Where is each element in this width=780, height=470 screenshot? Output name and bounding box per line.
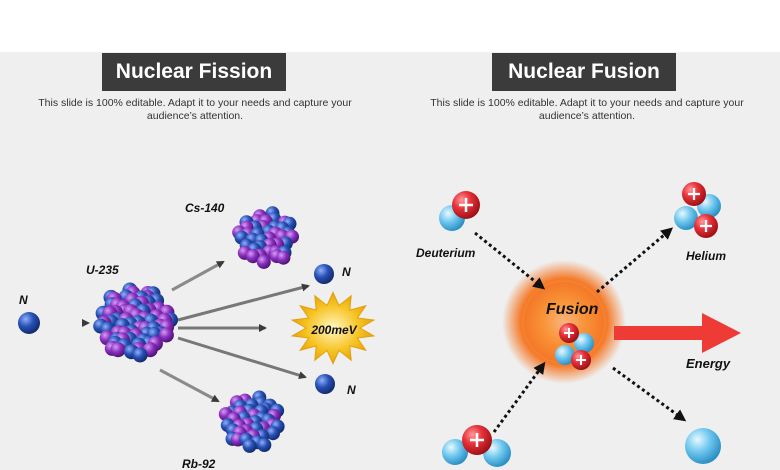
fusion-cluster: [555, 323, 594, 370]
uranium-label: U-235: [86, 263, 119, 277]
rubidium-nucleus: [218, 390, 285, 453]
energy-arrow-icon: [614, 313, 741, 353]
uranium-nucleus: [93, 282, 178, 363]
energy-burst-label: 200meV: [310, 323, 357, 337]
arrow-to-neutron-bottom: [177, 336, 307, 380]
fusion-title: Nuclear Fusion: [492, 53, 676, 91]
arrow-tritium-to-fusion: [492, 361, 546, 433]
energy-burst-icon: [290, 291, 376, 365]
neutron-top: [314, 264, 334, 284]
cesium-nucleus: [232, 206, 299, 269]
proton-plus-icon: [470, 433, 484, 447]
arrow-fusion-to-helium: [596, 227, 674, 294]
fusion-subtitle: This slide is 100% editable. Adapt it to…: [430, 97, 744, 122]
proton-plus-icon: [688, 188, 700, 200]
helium-label: Helium: [686, 249, 726, 263]
tritium-atom: [442, 425, 511, 467]
arrow-deuterium-to-fusion: [474, 231, 546, 290]
proton-plus-icon: [564, 328, 574, 338]
arrow-to-cesium: [171, 260, 225, 292]
arrow-to-neutron-top: [177, 283, 310, 322]
nucleon: [158, 327, 174, 343]
arrow-fusion-to-neutron: [612, 366, 687, 422]
fusion-label: Fusion: [546, 301, 599, 318]
proton-plus-icon: [576, 355, 586, 365]
neutron-top-label: N: [342, 265, 351, 279]
proton-plus-icon: [459, 198, 473, 212]
incoming-neutron-label: N: [19, 293, 28, 307]
arrow-to-rubidium: [159, 368, 220, 403]
nucleon: [276, 250, 291, 265]
slide-background: [0, 52, 780, 470]
helium-atom: [674, 182, 721, 238]
nucleon: [245, 249, 260, 264]
released-neutron: [685, 428, 721, 464]
deuterium-atom: [439, 191, 480, 231]
nucleon: [266, 426, 280, 441]
fusion-glow: [502, 260, 626, 384]
incoming-neutron: [18, 312, 40, 334]
proton-plus-icon: [700, 220, 712, 232]
fission-title: Nuclear Fission: [102, 53, 286, 91]
nucleon: [257, 438, 272, 452]
deuterium-label: Deuterium: [416, 246, 476, 260]
nucleon: [110, 342, 126, 358]
rubidium-label: Rb-92: [182, 457, 216, 470]
fission-subtitle: This slide is 100% editable. Adapt it to…: [38, 97, 352, 122]
cesium-label: Cs-140: [185, 201, 225, 215]
energy-label: Energy: [686, 356, 731, 371]
neutron-bottom: [315, 374, 335, 394]
nucleon: [242, 438, 257, 453]
neutron-bottom-label: N: [347, 383, 356, 397]
nucleon: [256, 254, 271, 269]
nucleon: [132, 347, 148, 363]
